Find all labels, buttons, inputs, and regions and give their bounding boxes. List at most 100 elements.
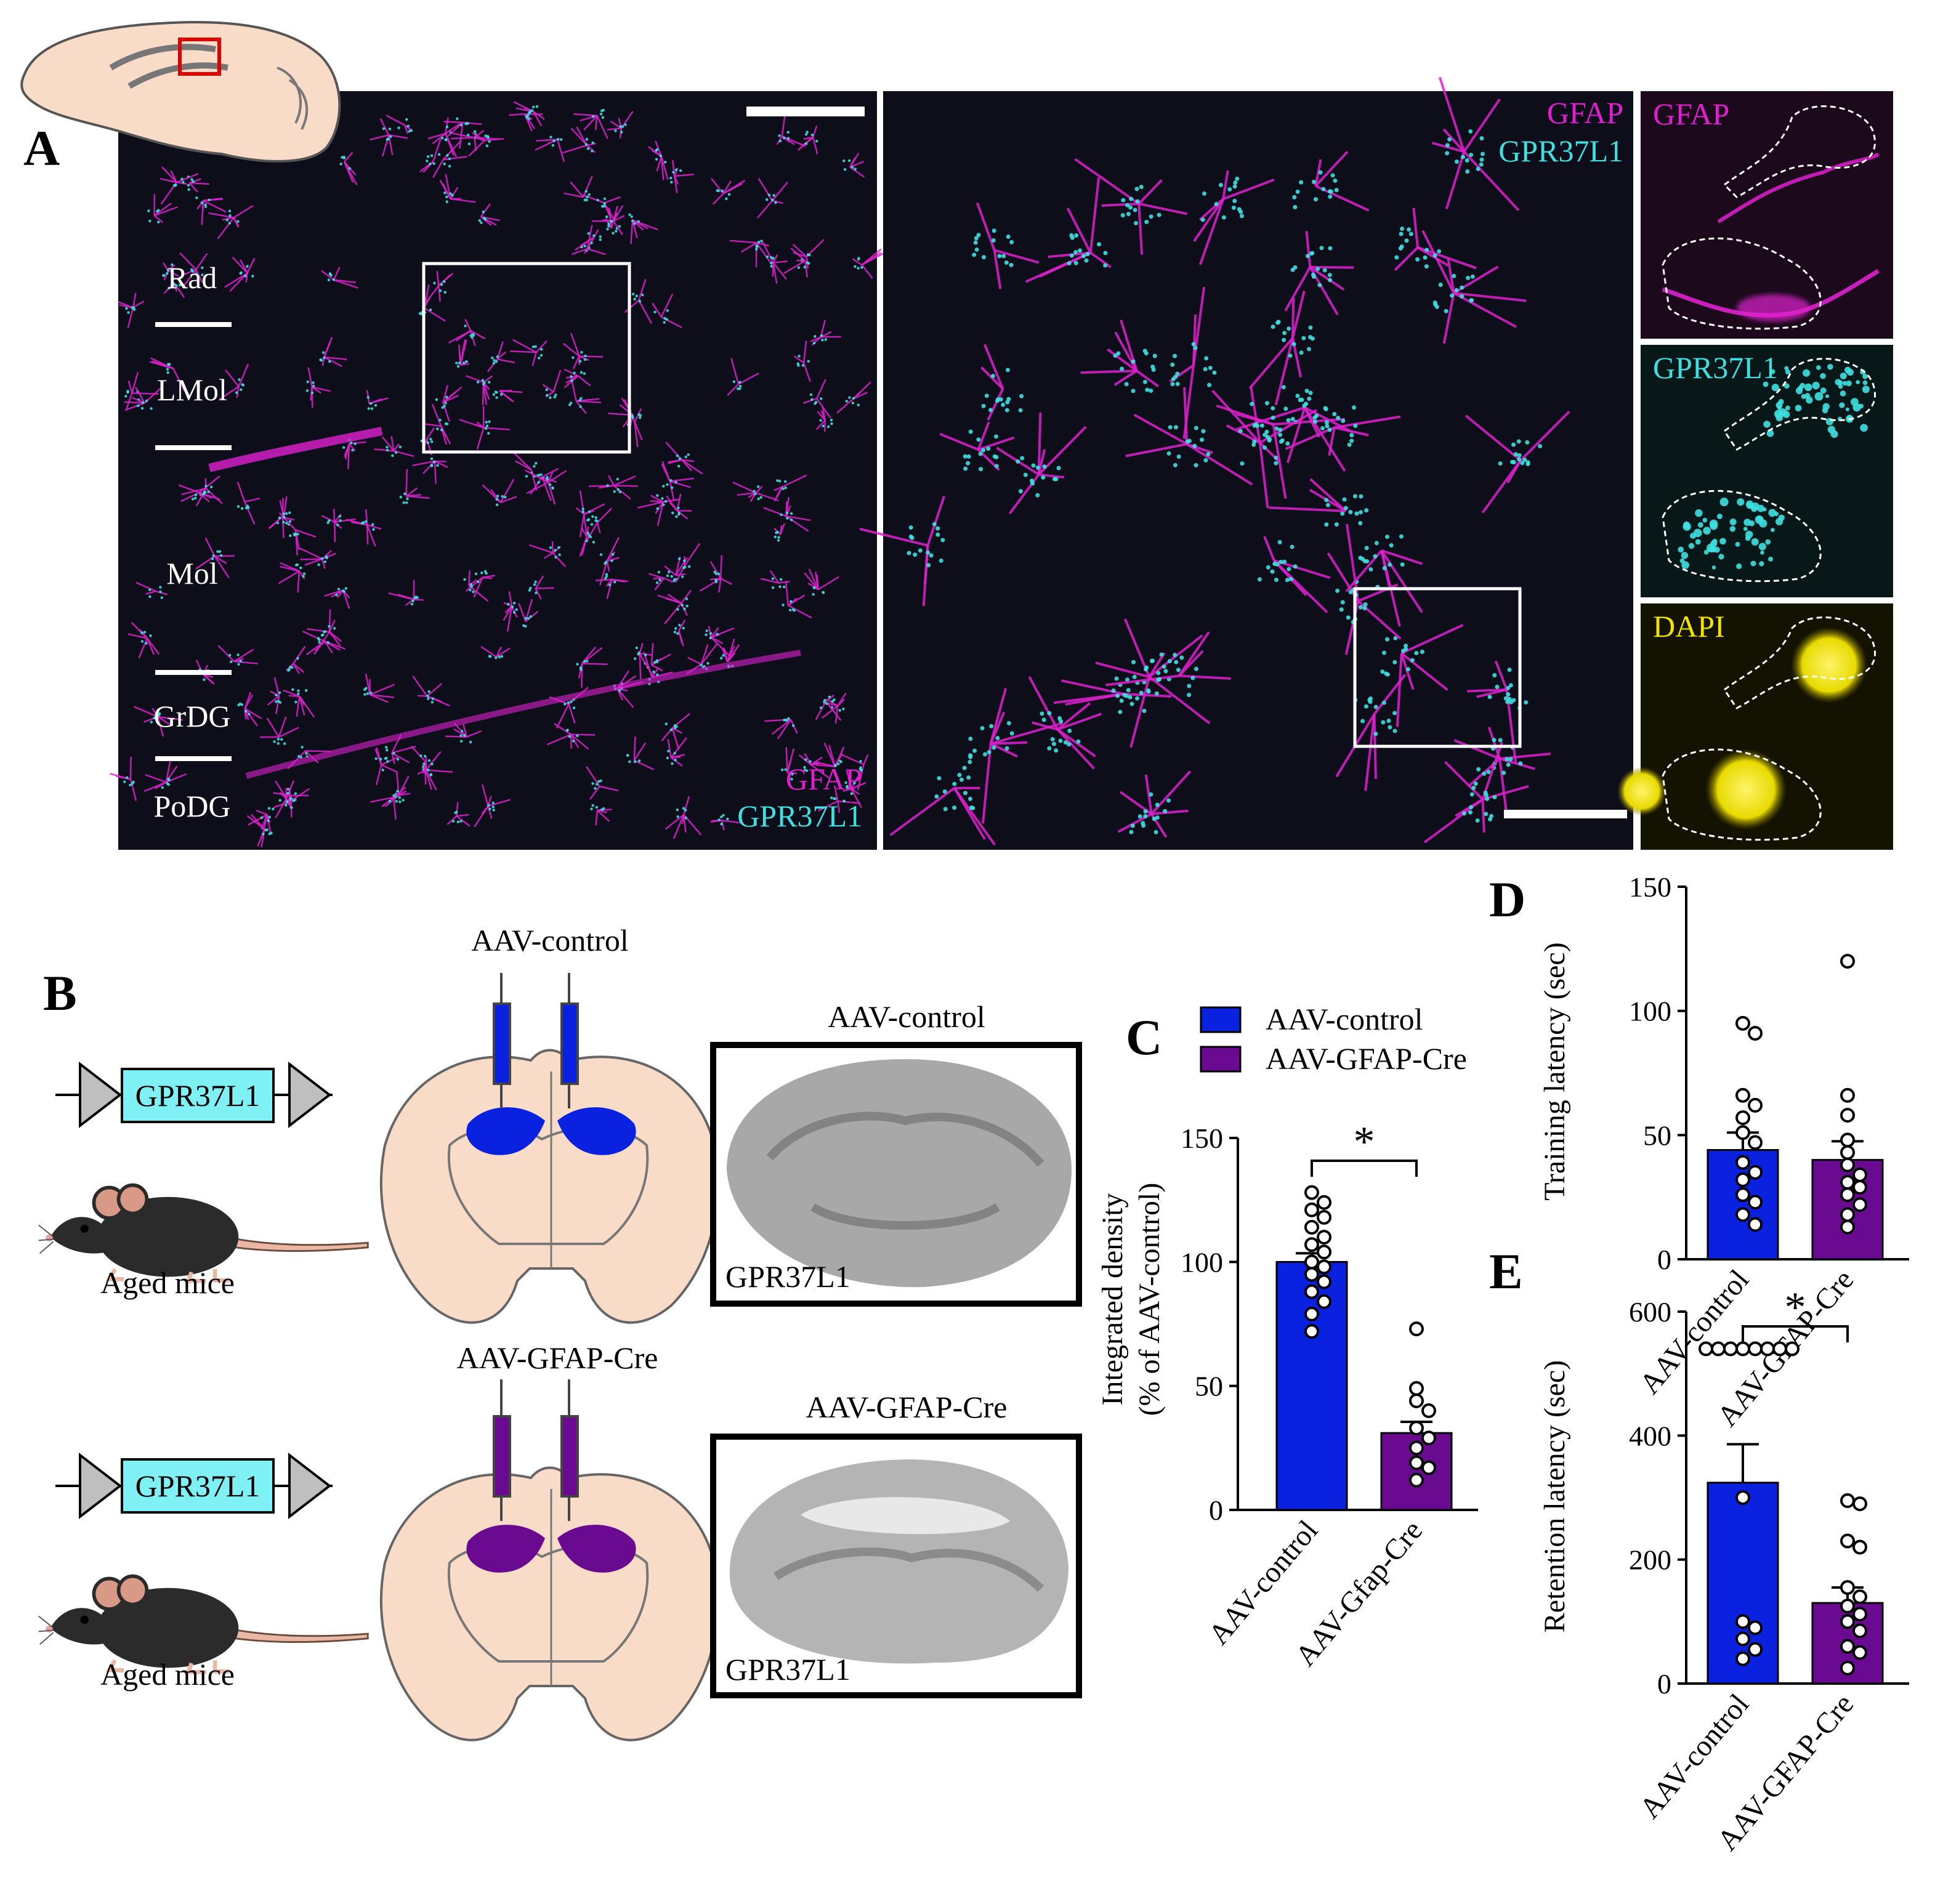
left-gpr37l1-punctum: [814, 335, 817, 338]
left-gfap-process: [564, 192, 584, 198]
left-gfap-process: [381, 436, 395, 452]
left-gfap-process: [273, 792, 291, 797]
middle-gpr37l1-punctum: [1460, 294, 1464, 299]
left-astrocyte: [760, 570, 790, 589]
middle-astrocyte: [1105, 631, 1231, 697]
middle-gpr37l1-punctum: [1330, 173, 1335, 178]
middle-gpr37l1-punctum: [1495, 684, 1500, 689]
left-gfap-process: [825, 701, 842, 721]
left-gfap-process: [236, 386, 240, 398]
left-gpr37l1-punctum: [244, 709, 248, 713]
left-gpr37l1-punctum: [677, 464, 681, 468]
left-gpr37l1-punctum: [337, 587, 341, 591]
left-gpr37l1-punctum: [288, 520, 292, 523]
left-gfap-process: [785, 581, 789, 606]
middle-gfap-process: [1057, 728, 1096, 757]
left-astrocyte: [283, 688, 315, 718]
left-gfap-process: [323, 336, 333, 358]
left-gpr37l1-punctum: [551, 143, 555, 147]
left-gfap-process: [815, 701, 826, 720]
left-gfap-process: [542, 384, 554, 393]
chart-c-ylabel-line2: (% of AAV-control): [1133, 1183, 1166, 1416]
left-gpr37l1-punctum: [492, 809, 495, 812]
middle-gpr37l1-punctum: [1333, 178, 1338, 183]
left-astrocyte: [463, 570, 489, 602]
chart-e-data-point: [1735, 1631, 1750, 1647]
left-gpr37l1-punctum: [614, 129, 617, 132]
left-gpr37l1-punctum: [306, 380, 309, 384]
left-gfap-process: [681, 459, 703, 475]
left-gpr37l1-punctum: [548, 483, 552, 486]
left-gfap-process: [370, 684, 395, 696]
chart-d-data-point: [1748, 1164, 1763, 1180]
left-gpr37l1-punctum: [492, 393, 496, 396]
left-gfap-process: [398, 793, 411, 796]
left-gfap-process: [684, 543, 701, 566]
middle-gpr37l1-punctum: [1466, 275, 1471, 280]
left-gfap-process: [606, 579, 613, 599]
chart-c-data-point: [1409, 1421, 1424, 1436]
middle-gpr37l1-punctum: [1354, 511, 1359, 516]
middle-astrocyte: [1345, 534, 1423, 627]
middle-gpr37l1-punctum: [1134, 187, 1139, 192]
chart-c-y-tick-label: 150: [1181, 1123, 1223, 1154]
inset-gpr37l1-punctum: [1784, 366, 1789, 371]
coronal-brain-outline-control: [379, 1049, 720, 1324]
left-gpr37l1-punctum: [676, 809, 679, 812]
chart-d-data-point: [1735, 1087, 1750, 1103]
middle-gpr37l1-punctum: [926, 550, 931, 555]
left-gpr37l1-punctum: [301, 746, 304, 749]
middle-gpr37l1-punctum: [1324, 498, 1329, 502]
left-gfap-process: [657, 594, 682, 604]
gene-box-control: [121, 1068, 275, 1123]
left-gfap-process: [370, 134, 389, 141]
left-gfap-process: [700, 644, 709, 665]
left-gpr37l1-punctum: [671, 511, 674, 515]
left-astrocyte: [589, 475, 638, 500]
left-gpr37l1-punctum: [584, 143, 588, 146]
left-gpr37l1-punctum: [472, 590, 475, 594]
left-gpr37l1-punctum: [558, 553, 561, 557]
left-gpr37l1-punctum: [687, 453, 690, 456]
left-gpr37l1-punctum: [655, 581, 659, 584]
left-gpr37l1-punctum: [528, 589, 531, 592]
middle-gpr37l1-punctum: [1200, 217, 1205, 222]
middle-gpr37l1-punctum: [989, 724, 994, 728]
chart-c-significance-bracket: [1311, 1160, 1418, 1177]
middle-gpr37l1-punctum: [1004, 260, 1009, 265]
left-astrocyte: [160, 166, 199, 205]
inset-gpr37l1-punctum: [1784, 383, 1790, 389]
inset-gpr37l1-punctum: [1757, 504, 1765, 512]
left-gpr37l1-punctum: [576, 734, 579, 738]
left-gfap-process: [425, 769, 437, 791]
chart-e-data-point: [1699, 1341, 1713, 1357]
left-astrocyte: [219, 363, 249, 400]
left-gpr37l1-punctum: [491, 805, 495, 809]
left-gpr37l1-punctum: [413, 596, 416, 600]
panel-e-letter: E: [1489, 1243, 1523, 1299]
left-gpr37l1-punctum: [804, 758, 807, 761]
left-gpr37l1-punctum: [507, 602, 510, 606]
middle-gpr37l1-punctum: [1154, 691, 1159, 696]
left-gfap-process: [849, 152, 860, 168]
left-gfap-process: [156, 716, 164, 737]
middle-gfap-process: [1216, 404, 1274, 426]
legend: AAV-control AAV-GFAP-Cre: [1200, 1002, 1467, 1076]
middle-gfap-process: [976, 202, 996, 251]
left-astrocyte: [575, 490, 605, 538]
left-gpr37l1-punctum: [778, 134, 781, 137]
left-gpr37l1-punctum: [203, 678, 206, 681]
left-astrocyte: [427, 117, 461, 158]
left-gfap-process: [782, 474, 807, 488]
left-gpr37l1-punctum: [286, 788, 290, 791]
middle-gpr37l1-punctum: [1359, 494, 1363, 499]
left-gpr37l1-punctum: [296, 533, 299, 536]
middle-gpr37l1-punctum: [1469, 792, 1474, 797]
left-gpr37l1-punctum: [823, 701, 826, 704]
left-gpr37l1-punctum: [621, 125, 624, 128]
left-gpr37l1-punctum: [155, 210, 159, 213]
middle-gpr37l1-punctum: [1454, 288, 1459, 292]
left-gpr37l1-punctum: [251, 275, 254, 278]
left-astrocyte: [756, 178, 789, 219]
left-gpr37l1-punctum: [842, 159, 846, 163]
